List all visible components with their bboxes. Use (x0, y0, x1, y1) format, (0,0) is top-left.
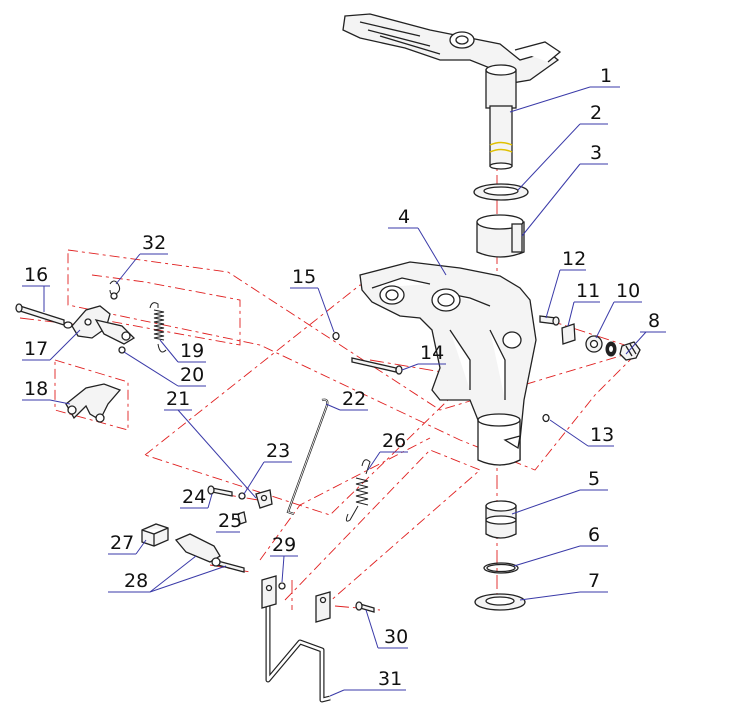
grouping-frames (54, 249, 641, 611)
callout-32: 32 (142, 232, 166, 254)
part-5-lower-bushing (485, 500, 517, 539)
callout-29: 29 (272, 534, 296, 556)
callout-22: 22 (342, 388, 366, 410)
callout-12: 12 (562, 248, 586, 270)
callout-19: 19 (180, 340, 204, 362)
part-10-nut-and-washer (585, 335, 617, 357)
part-3-upper-bushing (476, 214, 525, 258)
callout-26: 26 (382, 430, 406, 452)
part-2-thrust-washer (473, 183, 529, 201)
callout-30: 30 (384, 626, 408, 648)
part-23-washer (238, 492, 246, 500)
part-4-swivel-bracket (359, 261, 537, 466)
part-29-clip (278, 582, 286, 590)
callout-13: 13 (590, 424, 614, 446)
part-19-spring (149, 302, 167, 353)
part-17-bracket-arm (71, 305, 136, 345)
part-30-pin (355, 601, 375, 613)
part-6-o-ring (483, 562, 519, 574)
part-1-steering-bracket (342, 13, 562, 170)
callout-14: 14 (420, 342, 444, 364)
part-25-pin (237, 511, 247, 525)
part-31-lock-lever (261, 575, 331, 703)
callout-17: 17 (24, 338, 48, 360)
callout-20: 20 (180, 364, 204, 386)
part-12-pin (539, 315, 560, 326)
part-21-link-bracket (255, 489, 273, 509)
part-27-block (141, 523, 169, 547)
callout-24: 24 (182, 486, 206, 508)
callout-18: 18 (24, 378, 48, 400)
callout-28: 28 (124, 570, 148, 592)
part-28-handle (174, 533, 245, 573)
callout-8: 8 (648, 310, 660, 332)
callout-23: 23 (266, 440, 290, 462)
part-7-lower-washer (474, 593, 526, 611)
callout-5: 5 (588, 468, 600, 490)
callout-6: 6 (588, 524, 600, 546)
callout-3: 3 (590, 142, 602, 164)
part-26-spring (345, 459, 371, 522)
part-11-plate (561, 323, 576, 345)
callout-25: 25 (218, 510, 242, 532)
callout-27: 27 (110, 532, 134, 554)
callout-11: 11 (576, 280, 600, 302)
part-20-clip (118, 346, 126, 354)
callout-numbers: 1 2 3 4 5 6 7 8 10 11 12 13 14 15 16 17 … (24, 65, 660, 690)
part-14-rod (351, 357, 403, 375)
part-16-bolt (15, 303, 73, 329)
callout-31: 31 (378, 668, 402, 690)
part-18-lock-plate (65, 383, 122, 423)
part-13-clip (542, 413, 550, 423)
callout-1: 1 (600, 65, 612, 87)
callout-16: 16 (24, 264, 48, 286)
part-15-clip (332, 331, 340, 341)
part-22-linkage-rod (286, 398, 329, 516)
callout-15: 15 (292, 266, 316, 288)
part-32-spring-clip (109, 280, 121, 300)
part-24-bolt (207, 485, 233, 497)
callout-leaders (22, 86, 666, 697)
callout-2: 2 (590, 102, 602, 124)
callout-7: 7 (588, 570, 600, 592)
callout-4: 4 (398, 206, 410, 228)
callout-21: 21 (166, 388, 190, 410)
callout-10: 10 (616, 280, 640, 302)
